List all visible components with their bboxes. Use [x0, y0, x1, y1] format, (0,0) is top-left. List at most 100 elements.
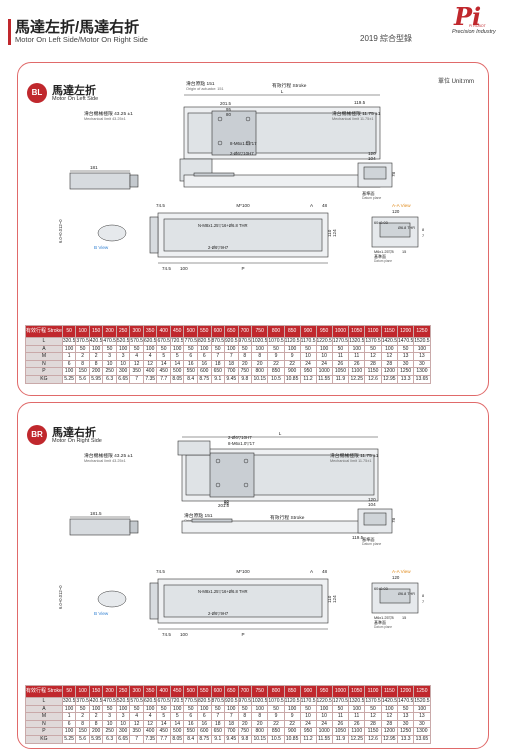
dim-104: 104: [368, 156, 376, 161]
stroke-header-cell: 400: [156, 685, 171, 698]
table-cell: 8: [251, 352, 269, 361]
dim-74-5: 74.5: [156, 569, 165, 574]
stroke-header-cell: 600: [210, 685, 226, 698]
dim-124: 124: [332, 229, 337, 237]
table-cell: 10: [102, 359, 117, 369]
table-cell: 9.1: [210, 734, 226, 744]
end-inner: [363, 166, 387, 180]
table-cell: 13.65: [413, 374, 431, 384]
table-cell: 10.5: [267, 734, 285, 744]
table-cell: 13.3: [396, 734, 415, 744]
b-view-slot: [97, 224, 127, 242]
table-cell: 4: [142, 712, 158, 721]
section-badge: BL: [27, 83, 47, 103]
stroke-header-cell: 950: [315, 685, 333, 698]
table-cell: 650: [210, 367, 226, 376]
carriage-block: [211, 110, 257, 156]
dim-m100: M*100: [236, 203, 250, 208]
row-label: P: [25, 367, 63, 376]
table-cell: 50: [210, 704, 226, 714]
stroke-header-cell: 1200: [396, 685, 415, 698]
table-cell: 250: [102, 367, 117, 376]
table-cell: 12: [142, 359, 158, 369]
logo-mark: Pi: [454, 2, 482, 31]
section-badge: BR: [27, 425, 47, 445]
table-header-label: 有效行程 Stroke: [25, 685, 63, 698]
b-view-slot: [97, 590, 127, 608]
table-cell: 12: [380, 352, 398, 361]
label-datum-b-en: Datum plane: [374, 625, 392, 629]
table-cell: 14: [169, 359, 185, 369]
table-cell: 150: [75, 367, 90, 376]
table-cell: 1220.5: [315, 697, 333, 706]
dim-110: 110: [327, 595, 332, 603]
stroke-header-cell: 1200: [396, 325, 415, 338]
table-cell: 1020.5: [251, 697, 269, 706]
table-cell: 11: [348, 712, 366, 721]
table-cell: 50: [267, 704, 285, 714]
label-datum-en: Datum plane: [362, 196, 381, 200]
table-cell: 7.7: [156, 734, 171, 744]
table-cell: 30: [396, 359, 415, 369]
table-cell: 6.65: [115, 734, 131, 744]
carriage-side: [193, 172, 235, 177]
stroke-header-cell: 1000: [331, 325, 350, 338]
table-cell: 50: [75, 344, 90, 354]
bottom-rail: [163, 218, 323, 252]
stroke-header-cell: 50: [61, 325, 77, 338]
table-cell: 1220.5: [315, 337, 333, 346]
table-cell: 22: [267, 719, 285, 729]
stroke-header-cell: 1050: [348, 685, 366, 698]
dim-120: 120: [368, 151, 376, 156]
table-cell: 30: [413, 719, 431, 729]
table-cell: 970.5: [237, 337, 253, 346]
table-cell: 1170.5: [299, 337, 317, 346]
table-cell: 500: [169, 727, 185, 736]
stroke-header-cell: 100: [75, 685, 90, 698]
table-cell: 370.5: [75, 697, 90, 706]
table-cell: 1: [61, 352, 77, 361]
stroke-header-cell: 1250: [413, 685, 431, 698]
label-mech-left: 滑台機械極限 43.25 ±1: [84, 452, 133, 459]
dim-48: 48: [322, 569, 328, 574]
stroke-header-cell: 800: [267, 325, 285, 338]
table-cell: 720.5: [169, 337, 185, 346]
label-nm8: N-M8x1.25▽16+Ø6.8 THR: [198, 223, 248, 228]
row-label: M: [25, 352, 63, 361]
table-cell: 50: [129, 344, 144, 354]
stroke-header-cell: 600: [210, 325, 226, 338]
mount-hole: [215, 482, 221, 488]
table-cell: 26: [331, 719, 350, 729]
table-cell: 26: [348, 719, 366, 729]
table-cell: 100: [61, 727, 77, 736]
row-label: N: [25, 719, 63, 729]
table-cell: 1270.5: [331, 697, 350, 706]
dim-8: 8: [422, 594, 424, 598]
table-cell: 100: [61, 704, 77, 714]
table-cell: 1520.5: [413, 337, 431, 346]
row-label: L: [25, 337, 63, 346]
table-cell: 970.5: [237, 697, 253, 706]
table-cell: 5: [169, 352, 185, 361]
table-cell: 50: [267, 344, 285, 354]
table-cell: 620.5: [142, 697, 158, 706]
dim-181: 181.5: [90, 511, 102, 516]
table-cell: 50: [299, 344, 317, 354]
table-cell: 870.5: [210, 337, 226, 346]
stroke-header-cell: 700: [237, 325, 253, 338]
stroke-header-cell: 200: [102, 325, 117, 338]
table-cell: 100: [115, 704, 131, 714]
table-cell: 28: [380, 719, 398, 729]
table-cell: 6: [183, 352, 198, 361]
table-cell: 550: [183, 727, 198, 736]
label-stroke: 有效行程 Stroke: [270, 514, 305, 521]
table-cell: 2: [75, 352, 90, 361]
stroke-header-cell: 1100: [364, 685, 382, 698]
table-cell: 24: [299, 359, 317, 369]
stroke-header-cell: 550: [197, 685, 212, 698]
